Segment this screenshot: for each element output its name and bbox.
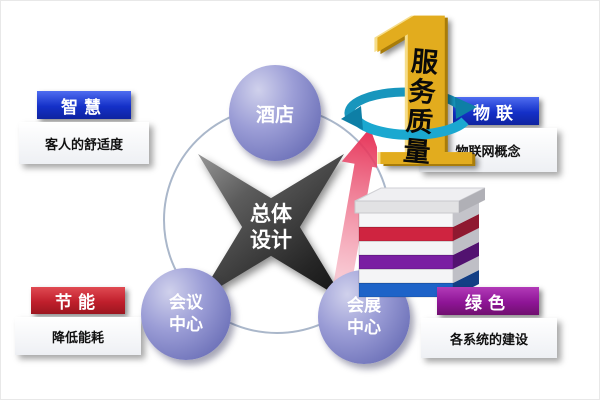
callout-energy: 节能 降低能耗 xyxy=(15,287,165,367)
circular-arrow-back-path xyxy=(344,87,466,120)
circular-arrow-back-head xyxy=(455,97,477,119)
up-arrow-shape xyxy=(328,127,377,317)
node-conference-label: 会议中心 xyxy=(169,292,203,335)
stack-lid-side xyxy=(459,188,485,213)
stack-layer-purple xyxy=(358,254,454,270)
stack-layer-red xyxy=(358,226,454,242)
callout-smart: 智慧 客人的舒适度 xyxy=(19,91,179,176)
callout-green: 绿色 各系统的建设 xyxy=(421,287,571,372)
circular-arrow-front-icon xyxy=(341,106,469,140)
callout-green-body: 各系统的建设 xyxy=(421,318,557,358)
node-conference-center: 会议中心 xyxy=(141,268,231,360)
up-arrow xyxy=(328,127,377,317)
stack-layer-white2 xyxy=(358,240,454,256)
center-star: 总体设计 xyxy=(195,151,347,303)
center-star-label: 总体设计 xyxy=(250,201,292,252)
stack-layer-white1 xyxy=(358,268,454,284)
stack-layer-white3-side xyxy=(453,200,479,227)
node-hotel: 酒店 xyxy=(229,65,321,161)
node-exhibition-label: 会展中心 xyxy=(347,295,381,338)
callout-green-header: 绿色 xyxy=(437,287,539,315)
layer-stack xyxy=(354,187,486,298)
node-hotel-label: 酒店 xyxy=(255,103,294,126)
circular-arrow-front-head xyxy=(341,106,363,130)
callout-energy-header: 节能 xyxy=(31,287,125,314)
stack-layer-white3 xyxy=(358,212,454,228)
stack-layer-red-side xyxy=(453,214,479,241)
number-one-banner: 1 xyxy=(353,0,493,212)
stack-layer-white1-side xyxy=(453,256,479,283)
callout-smart-header: 智慧 xyxy=(37,91,131,119)
callout-energy-body: 降低能耗 xyxy=(15,317,141,355)
stack-layer-white2-side xyxy=(453,228,479,255)
callout-smart-body: 客人的舒适度 xyxy=(19,122,149,164)
stack-layer-purple-side xyxy=(453,242,479,269)
circular-arrow-back-icon xyxy=(344,87,477,120)
